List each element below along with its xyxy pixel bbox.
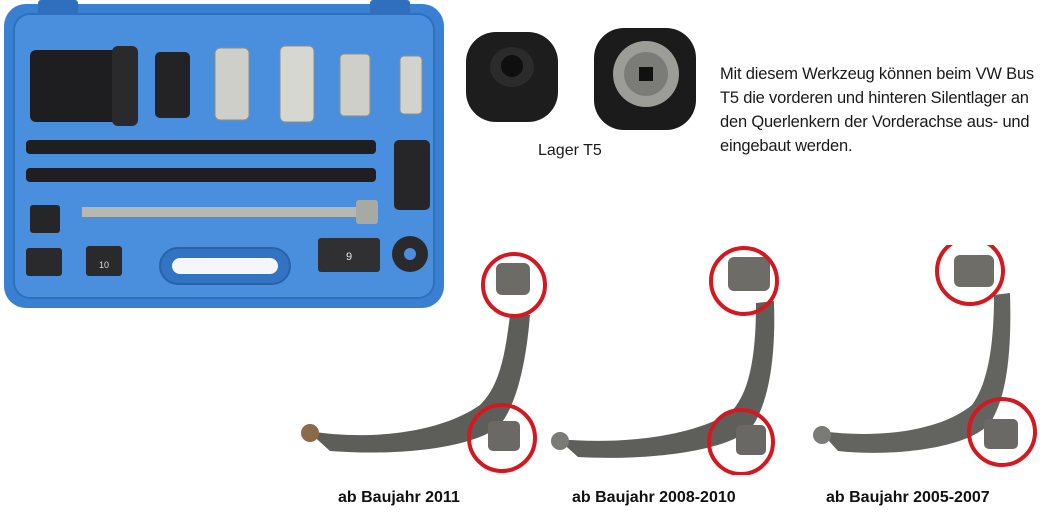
bearing-caption: Lager T5 bbox=[538, 142, 602, 159]
arm-label-2005-2007: ab Baujahr 2005-2007 bbox=[826, 489, 990, 506]
description-text: Mit diesem Werkzeug können beim VW Bus T… bbox=[720, 65, 1034, 155]
tool-marking-9: 9 bbox=[346, 251, 352, 263]
bearing-images bbox=[466, 28, 696, 130]
control-arm-2011 bbox=[301, 252, 547, 473]
arm-label-2008-2010: ab Baujahr 2008-2010 bbox=[572, 489, 736, 506]
arm-label-2011: ab Baujahr 2011 bbox=[338, 489, 460, 506]
control-arms-image bbox=[301, 245, 1037, 475]
tool-marking-10: 10 bbox=[99, 260, 109, 270]
tool-case-image: 9 10 bbox=[4, 0, 444, 308]
control-arm-2008-2010 bbox=[551, 246, 779, 475]
control-arm-2005-2007 bbox=[813, 245, 1037, 467]
